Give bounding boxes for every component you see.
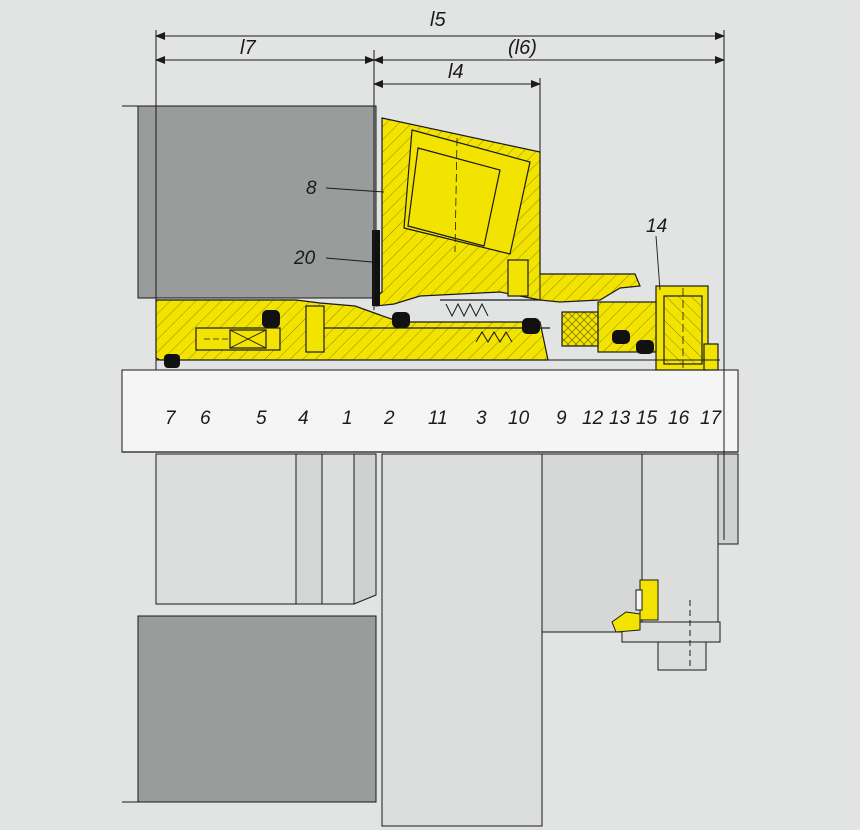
dim-l5: l5 <box>430 9 446 31</box>
part-label-17: 17 <box>700 408 723 429</box>
packing-ring <box>561 311 599 347</box>
shaft <box>121 369 739 453</box>
part-label-2: 2 <box>383 408 395 429</box>
part-number-row: 7 6 5 4 1 2 11 3 10 9 12 13 15 16 17 <box>165 408 723 429</box>
dim-l4: l4 <box>448 61 464 83</box>
part-label-20: 20 <box>293 248 316 269</box>
housing <box>137 105 377 803</box>
part-label-3: 3 <box>476 408 487 429</box>
gasket-20 <box>372 230 380 306</box>
upper-labels: 8 20 14 <box>293 178 667 269</box>
part-label-4: 4 <box>298 408 309 429</box>
o-ring-10 <box>522 318 540 334</box>
part-label-6: 6 <box>200 408 211 429</box>
part-label-11: 11 <box>428 408 448 429</box>
part-label-9: 9 <box>556 408 567 429</box>
part-label-16: 16 <box>668 408 690 429</box>
seal-section <box>155 117 720 371</box>
dimension-labels: l5 l7 (l6) l4 <box>240 9 537 83</box>
dim-l6: (l6) <box>508 37 537 59</box>
o-ring-7 <box>164 354 180 368</box>
o-ring-15 <box>636 340 654 354</box>
part-label-15: 15 <box>636 408 658 429</box>
o-rings <box>164 230 654 368</box>
part-label-13: 13 <box>609 408 631 429</box>
part-label-12: 12 <box>582 408 604 429</box>
leader-lines <box>325 187 661 291</box>
part-label-1: 1 <box>342 408 353 429</box>
part-label-8: 8 <box>306 178 317 199</box>
dim-l7: l7 <box>240 37 256 59</box>
o-ring-2 <box>392 312 410 328</box>
part-label-7: 7 <box>165 408 177 429</box>
gland-bolt <box>403 129 531 255</box>
part-label-14: 14 <box>646 216 667 237</box>
part-label-10: 10 <box>508 408 530 429</box>
o-ring-5 <box>262 310 280 328</box>
o-ring-13 <box>612 330 630 344</box>
dimension-lines <box>122 30 725 803</box>
external-view <box>155 453 739 827</box>
part-label-5: 5 <box>256 408 267 429</box>
